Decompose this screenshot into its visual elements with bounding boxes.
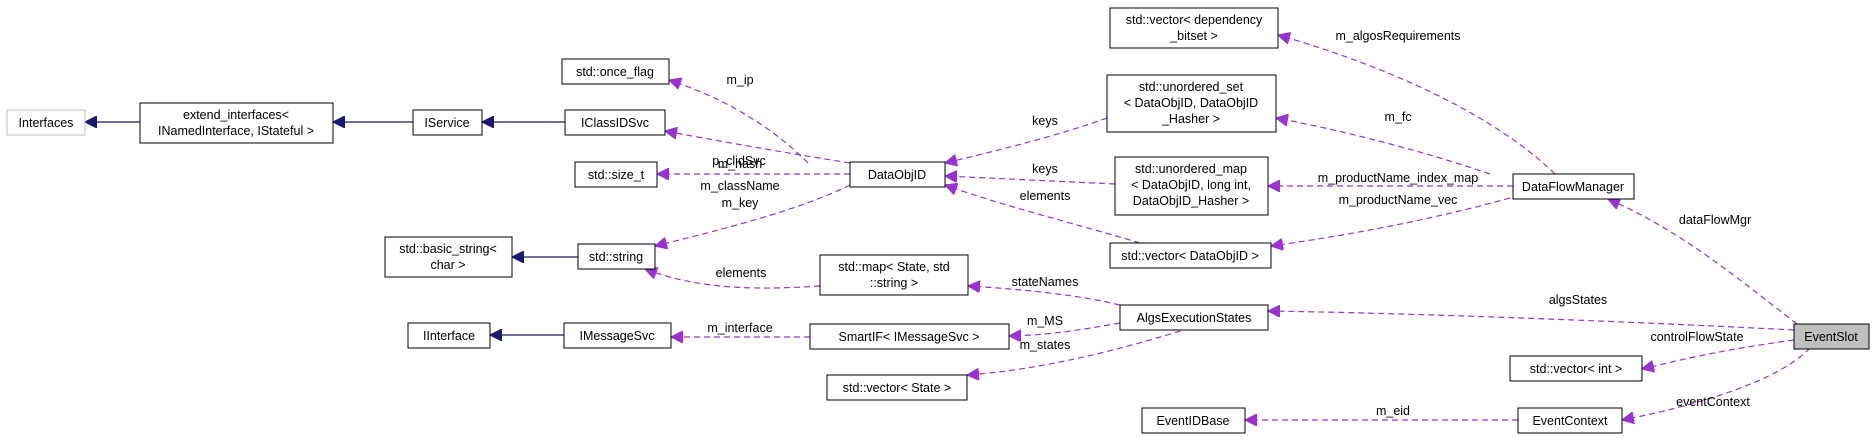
node-imessagesvc[interactable]: IMessageSvc <box>563 322 672 349</box>
node-eventidbase-label: EventIDBase <box>1157 414 1230 428</box>
edge-label-m-productname-vec: m_productName_vec <box>1339 193 1458 207</box>
node-vector-dataobjid[interactable]: std::vector< DataObjID > <box>1109 242 1272 269</box>
edge-dataobjid-to-string <box>655 184 851 246</box>
node-vector-bitset[interactable]: std::vector< dependency _bitset > <box>1109 7 1279 49</box>
node-once-flag[interactable]: std::once_flag <box>561 58 670 85</box>
node-eventcontext-label: EventContext <box>1532 414 1608 428</box>
edge-dataobjid-to-once-flag <box>669 80 809 164</box>
node-imessagesvc-label: IMessageSvc <box>579 329 654 343</box>
edge-label-statenames: stateNames <box>1012 275 1079 289</box>
edge-label-m-classname: m_className <box>700 179 779 193</box>
edge-map-state-to-string <box>645 269 821 289</box>
node-extend-interfaces-line-2: INamedInterface, IStateful > <box>158 124 314 138</box>
edge-label-algsstates: algsStates <box>1549 293 1607 307</box>
edge-eventslot-to-vector-int <box>1642 339 1795 369</box>
edge-eventslot-to-dataflowmanager <box>1608 199 1798 325</box>
edge-algsexecutionstates-to-vector-state <box>967 327 1191 375</box>
node-unordered-set-line-3: _Hasher > <box>1161 112 1220 126</box>
edge-label-m-algos-requirements: m_algosRequirements <box>1335 29 1460 43</box>
node-dataobjid[interactable]: DataObjID <box>849 161 946 188</box>
edge-vector-dataobjid-to-dataobjid <box>945 185 1141 244</box>
edge-dataflowmanager-to-vector-bitset <box>1278 35 1556 175</box>
node-once-flag-label: std::once_flag <box>576 65 654 79</box>
edge-eventslot-to-eventcontext <box>1622 347 1811 420</box>
node-map-state-line-1: std::map< State, std <box>838 260 950 274</box>
node-eventslot[interactable]: EventSlot <box>1793 323 1870 350</box>
edge-label-m-states: m_states <box>1020 338 1071 352</box>
edge-label-p-clidsvc: p_clidSvc <box>712 154 766 168</box>
node-unordered-map-line-2: < DataObjID, long int, <box>1131 178 1251 192</box>
node-vector-dataobjid-label: std::vector< DataObjID > <box>1121 249 1259 263</box>
node-dataflowmanager-label: DataFlowManager <box>1522 180 1624 194</box>
edge-label-eventcontext: eventContext <box>1676 395 1750 409</box>
edge-dataflowmanager-to-unordered-set <box>1276 118 1491 175</box>
node-interfaces-label: Interfaces <box>19 116 74 130</box>
node-size-t-label: std::size_t <box>588 168 645 182</box>
node-unordered-set-line-2: < DataObjID, DataObjID <box>1124 96 1258 110</box>
node-extend-interfaces[interactable]: extend_interfaces< INamedInterface, ISta… <box>139 102 334 144</box>
edge-algsexecutionstates-to-map-state <box>968 286 1121 306</box>
edge-dataobjid-to-iclassidsvc <box>665 131 851 164</box>
node-map-state-line-2: ::string > <box>870 276 918 290</box>
edge-algsexecutionstates-to-smartif <box>1009 322 1121 336</box>
edge-label-m-productname-index-map: m_productName_index_map <box>1318 171 1479 185</box>
node-vector-int[interactable]: std::vector< int > <box>1509 355 1643 382</box>
edge-label-m-key: m_key <box>722 196 760 210</box>
node-iclassidsvc-label: IClassIDSvc <box>581 116 649 130</box>
edge-label-elements-vec: elements <box>1020 189 1071 203</box>
node-unordered-set-line-1: std::unordered_set <box>1139 80 1244 94</box>
node-basic-string-line-1: std::basic_string< <box>399 242 497 256</box>
edge-label-controlflowstate: controlFlowState <box>1650 330 1743 344</box>
node-string[interactable]: std::string <box>577 243 656 270</box>
edge-label-keys-map: keys <box>1032 162 1058 176</box>
edge-label-m-ms: m_MS <box>1027 314 1063 328</box>
node-unordered-map[interactable]: std::unordered_map < DataObjID, long int… <box>1114 156 1269 216</box>
node-dataobjid-label: DataObjID <box>868 168 926 182</box>
edge-eventslot-to-algsexecutionstates <box>1268 311 1795 331</box>
node-vector-state[interactable]: std::vector< State > <box>826 374 968 401</box>
node-map-state[interactable]: std::map< State, std ::string > <box>819 254 969 296</box>
node-vector-bitset-line-1: std::vector< dependency <box>1126 13 1263 27</box>
edge-label-dataflowmgr: dataFlowMgr <box>1679 213 1751 227</box>
edge-label-keys-set: keys <box>1032 114 1058 128</box>
node-smartif-label: SmartIF< IMessageSvc > <box>838 330 979 344</box>
node-dataflowmanager[interactable]: DataFlowManager <box>1512 173 1635 200</box>
node-extend-interfaces-line-1: extend_interfaces< <box>183 108 289 122</box>
edge-label-m-hash: m_hash <box>718 157 763 171</box>
node-size-t[interactable]: std::size_t <box>574 161 658 188</box>
node-algsexecutionstates-label: AlgsExecutionStates <box>1137 311 1252 325</box>
node-iservice-label: IService <box>424 116 469 130</box>
node-eventidbase[interactable]: EventIDBase <box>1141 407 1246 434</box>
node-iinterface[interactable]: IInterface <box>407 322 491 349</box>
edge-label-elements-map: elements <box>716 266 767 280</box>
edge-label-m-fc: m_fc <box>1384 110 1411 124</box>
node-iservice[interactable]: IService <box>412 109 483 136</box>
edge-label-m-ip: m_ip <box>726 73 753 87</box>
edge-label-m-eid: m_eid <box>1376 404 1410 418</box>
node-vector-bitset-line-2: _bitset > <box>1169 29 1218 43</box>
node-algsexecutionstates[interactable]: AlgsExecutionStates <box>1119 304 1269 331</box>
node-eventcontext[interactable]: EventContext <box>1517 407 1623 434</box>
node-string-label: std::string <box>589 250 643 264</box>
node-unordered-map-line-1: std::unordered_map <box>1135 162 1247 176</box>
node-unordered-set[interactable]: std::unordered_set < DataObjID, DataObjI… <box>1106 74 1277 133</box>
node-vector-int-label: std::vector< int > <box>1530 362 1622 376</box>
node-basic-string-line-2: char > <box>430 258 465 272</box>
edge-label-m-interface: m_interface <box>707 321 772 335</box>
node-iinterface-label: IInterface <box>423 329 475 343</box>
edge-unordered-set-to-dataobjid <box>945 117 1108 163</box>
edge-unordered-map-to-dataobjid <box>945 176 1116 185</box>
node-unordered-map-line-3: DataObjID_Hasher > <box>1133 194 1249 208</box>
node-eventslot-label: EventSlot <box>1804 330 1858 344</box>
node-basic-string[interactable]: std::basic_string< char > <box>384 236 513 278</box>
node-iclassidsvc[interactable]: IClassIDSvc <box>564 109 666 136</box>
node-smartif[interactable]: SmartIF< IMessageSvc > <box>809 323 1010 350</box>
node-vector-state-label: std::vector< State > <box>843 381 951 395</box>
edge-dataflowmanager-to-vector-dataobjid <box>1271 197 1511 246</box>
node-interfaces[interactable]: Interfaces <box>6 109 86 136</box>
